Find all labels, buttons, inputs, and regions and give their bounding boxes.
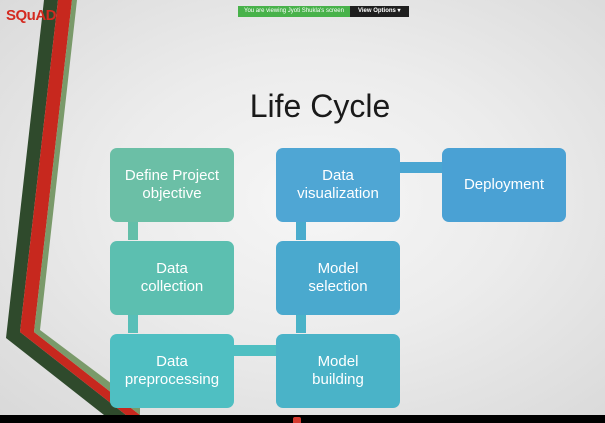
stripe-light-green [34, 0, 140, 415]
step-label-line2: selection [308, 278, 368, 295]
step-label-line1: Define Project [124, 167, 220, 184]
connector-collection-preprocessing [128, 315, 138, 333]
connector-define-collection [128, 222, 138, 240]
connector-selection-visualization [296, 222, 306, 240]
step-label-line1: Deployment [463, 176, 545, 193]
connector-preprocessing-building [234, 345, 276, 356]
step-label-line1: Model [317, 260, 359, 277]
view-options-button[interactable]: View Options ▾ [349, 6, 409, 17]
connector-building-selection [296, 315, 306, 333]
step-label-line2: collection [140, 278, 204, 295]
step-label-line2: preprocessing [124, 371, 220, 388]
connector-visualization-deployment [400, 162, 442, 173]
stripe-red [20, 0, 140, 415]
slide-decoration [6, 0, 140, 415]
step-deployment: Deployment [442, 148, 566, 222]
step-label-line2: visualization [297, 185, 379, 202]
step-label-line1: Data [156, 260, 188, 277]
step-label-line2: objective [142, 185, 202, 202]
bottom-indicator [293, 417, 301, 423]
slide-title: Life Cycle [249, 88, 391, 124]
step-label-line1: Data [156, 353, 188, 370]
step-label-line1: Data [322, 167, 354, 184]
share-status-text: You are viewing Jyoti Shukla's screen [238, 6, 350, 17]
stripe-dark-green [6, 0, 126, 415]
squad-logo: SQuAD [6, 7, 57, 24]
screen-share-banner: You are viewing Jyoti Shukla's screen Vi… [238, 6, 409, 17]
bottom-toolbar-strip [0, 415, 605, 423]
step-label-line2: building [312, 371, 364, 388]
step-label-line1: Model [317, 353, 359, 370]
